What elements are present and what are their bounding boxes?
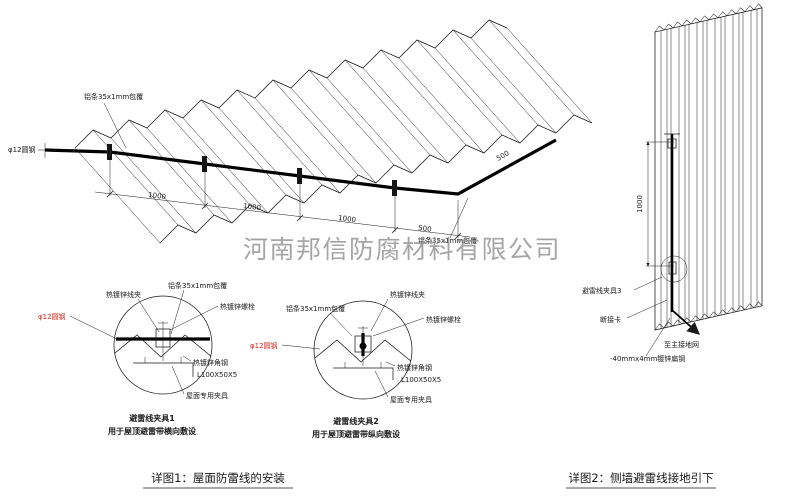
caption-1-text: 详图1：屋面防雷线的安装	[151, 471, 285, 485]
leader-clamp	[137, 298, 160, 333]
detail2-clamp-label: 热镀锌线夹	[390, 290, 425, 299]
leader-clamp3	[633, 276, 663, 291]
clamp3-detail-circle	[660, 255, 688, 283]
detail1-subtitle: 用于屋顶避雷带横向敷设	[107, 426, 196, 436]
dim-1000-b: 1000	[243, 202, 262, 212]
wall-dim-1000: 1000	[636, 195, 644, 213]
dim-1000-c: 1000	[338, 214, 357, 224]
caption-detail-1: 详图1：屋面防雷线的安装	[143, 471, 293, 489]
wall-sheet	[654, 3, 763, 331]
detail1-angle-label: 热镀锌角钢	[193, 358, 228, 367]
leader-bolt	[372, 317, 425, 337]
detail1-bolt-label: 热镀锌螺栓	[220, 302, 255, 311]
dim-500-b: 500	[495, 149, 511, 162]
roof-strip-label-top: 铝条35x1mm包覆	[84, 92, 143, 101]
roof-rod-label: φ12圆钢	[8, 145, 36, 154]
dimension-extension-lines	[44, 143, 459, 238]
wire-clamp	[107, 144, 112, 160]
detail-circle-2: 铝条35x1mm包覆 热镀锌线夹 热镀锌螺栓 φ12圆钢 热镀锌角钢 L100X…	[250, 290, 461, 439]
caption-detail-2: 详图2：侧墙避雷线接地引下	[566, 471, 716, 489]
caption-2-text: 详图2：侧墙避雷线接地引下	[568, 471, 713, 485]
leader-angle	[385, 361, 396, 367]
wall-clamp-upper	[667, 138, 677, 149]
detail2-rod-label: φ12圆钢	[250, 341, 278, 350]
wire-clamp	[392, 180, 397, 196]
fixture-lines	[144, 357, 182, 363]
detail1-rod-label: φ12圆钢	[38, 312, 66, 321]
fixture-lines	[344, 362, 382, 368]
leader-rod	[281, 344, 321, 350]
detail2-strip-label: 铝条35x1mm包覆	[286, 304, 345, 313]
detail2-angle-label: 热镀锌角钢	[397, 363, 432, 372]
roof-strip-label-right: 铝条35x1mm包覆	[418, 236, 477, 245]
leader-strip	[329, 312, 353, 337]
leader-flat-steel	[645, 317, 671, 357]
leader-rod	[69, 315, 118, 340]
leader-angle	[182, 355, 192, 362]
angle-steel	[333, 367, 394, 380]
wall-to-ground-label: 至主接地网	[664, 340, 699, 349]
to-ground-arrow	[671, 309, 700, 335]
leader-strip-top	[103, 102, 127, 149]
dimension-line	[94, 191, 471, 238]
wall-dim-extensions	[646, 141, 674, 267]
roof-isometric-view: 1000 1000 1000 500 500 铝条35x1mm包覆 φ12圆钢 …	[8, 19, 593, 245]
wire-clamp	[297, 168, 302, 184]
leader-bolt	[169, 305, 219, 331]
wall-disconnect-label: 断接卡	[600, 315, 621, 324]
wall-corrugation-lines	[660, 8, 758, 329]
detail1-angle-spec: L100X50X5	[197, 371, 237, 379]
roof-profile-section	[314, 339, 412, 363]
detail2-bolt-label: 热镀锌螺栓	[426, 315, 461, 324]
wall-clamp-lower	[668, 261, 677, 275]
detail-2-internals	[314, 326, 412, 380]
detail1-clamp-label: 热镀锌线夹	[106, 290, 141, 299]
detail-2-circle	[313, 300, 413, 400]
wall-elevation-view: 1000 避雷线夹具3 断接卡 至主接地网 -40mmx4mm镀锌扁钢	[582, 3, 763, 363]
roof-corrugation-lines	[74, 19, 593, 244]
bolt-line	[358, 326, 368, 366]
detail-1-circle	[113, 295, 213, 395]
detail2-title: 避雷线夹具2	[333, 416, 379, 426]
wire-clamp	[202, 156, 207, 172]
wall-clamp3-label: 避雷线夹具3	[582, 286, 621, 295]
roof-top-zigzag-edge	[74, 19, 508, 149]
leader-fixture	[374, 370, 389, 398]
dim-500-a: 500	[418, 224, 432, 234]
roof-profile-section	[114, 334, 212, 358]
bolt-line	[158, 321, 168, 361]
wall-top-zigzag	[654, 3, 763, 33]
wall-flat-steel-label: -40mmx4mm镀锌扁钢	[610, 354, 685, 363]
detail1-fixture-label: 屋面专用夹具	[186, 391, 228, 400]
angle-steel	[133, 362, 194, 377]
leader-strip	[170, 289, 185, 335]
detail1-strip-label: 铝条35x1mm包覆	[168, 281, 227, 290]
detail-1-internals	[114, 321, 212, 377]
dim-1000-a: 1000	[148, 191, 167, 201]
leader-disconnect	[626, 299, 668, 319]
leader-clamp	[370, 298, 389, 332]
dimension-ticks	[106, 190, 462, 240]
detail2-subtitle: 用于屋顶避雷带纵向敷设	[311, 429, 400, 439]
leader-strip-right	[449, 197, 469, 239]
leader-fixture	[171, 365, 185, 395]
detail2-fixture-label: 屋面专用夹具	[390, 395, 432, 404]
roof-bottom-zigzag-edge	[159, 114, 593, 244]
company-watermark: 河南邦信防腐材料有限公司	[243, 235, 561, 264]
detail2-angle-spec: L100X50X5	[401, 376, 441, 384]
wall-outline	[654, 7, 763, 331]
detail1-title: 避雷线夹具1	[129, 413, 175, 423]
detail-circle-1: 热镀锌线夹 铝条35x1mm包覆 热镀锌螺栓 φ12圆钢 热镀锌角钢 L100X…	[38, 281, 255, 436]
